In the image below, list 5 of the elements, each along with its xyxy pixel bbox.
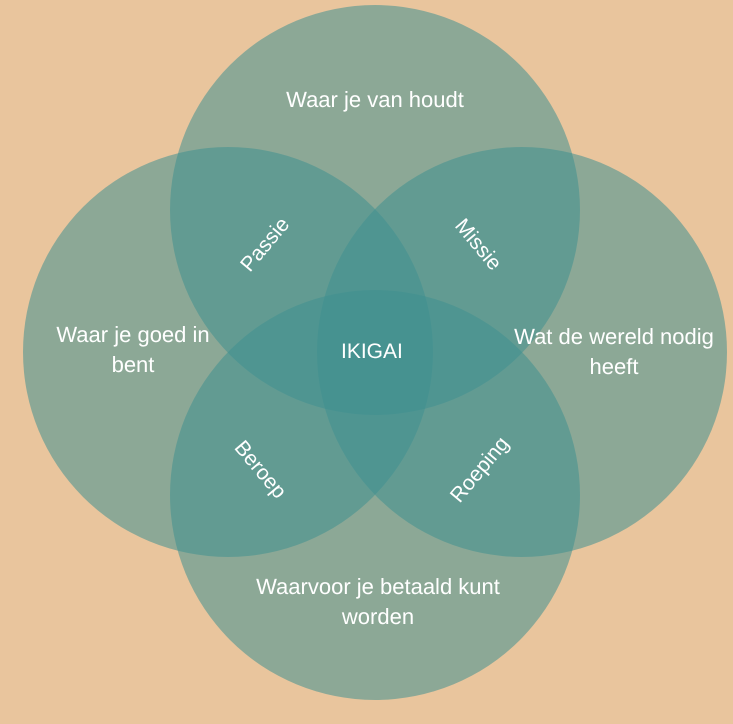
circle-label: Waarvoor je betaald kunt worden bbox=[255, 573, 501, 631]
circle-label: Wat de wereld nodig heeft bbox=[514, 323, 714, 381]
circle-label: Waar je goed in bent bbox=[55, 321, 211, 379]
circle-label: Waar je van houdt bbox=[285, 86, 465, 114]
center-label: IKIGAI bbox=[341, 340, 403, 364]
